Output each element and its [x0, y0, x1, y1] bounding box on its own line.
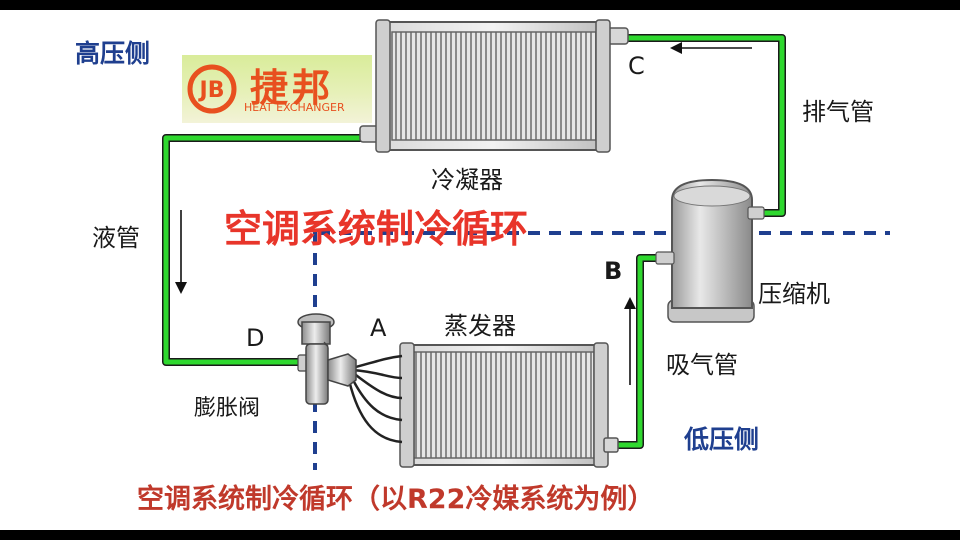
liquid-pipe-line — [163, 135, 375, 365]
compressor-label: 压缩机 — [758, 280, 830, 308]
logo-subtitle: HEAT EXCHANGER — [244, 101, 345, 114]
discharge-pipe-line — [600, 35, 785, 216]
suction-pipe-label: 吸气管 — [666, 351, 738, 379]
jb-circle-logo-icon: JB — [187, 64, 237, 114]
logo-brand-name: 捷邦 — [250, 66, 335, 110]
point-a-label: A — [370, 314, 387, 342]
liquid-pipe-label: 液管 — [92, 224, 140, 252]
point-d-label: D — [246, 324, 265, 352]
diagram-caption: 空调系统制冷循环（以R22冷媒系统为例） — [137, 484, 655, 515]
condenser-label: 冷凝器 — [431, 166, 503, 194]
brand-logo: JB 捷邦 HEAT EXCHANGER — [182, 55, 372, 123]
low-side-label: 低压侧 — [684, 425, 760, 454]
condenser-unit — [359, 19, 629, 153]
high-side-label: 高压侧 — [75, 39, 151, 68]
suction-pipe-line — [608, 255, 668, 448]
point-b-label: B — [604, 257, 623, 285]
evaporator-label: 蒸发器 — [444, 312, 516, 340]
point-c-label: C — [628, 52, 645, 80]
svg-text:JB: JB — [198, 78, 225, 103]
compressor-unit — [655, 178, 765, 323]
evaporator-unit — [346, 342, 619, 468]
flow-arrows — [175, 42, 752, 385]
diagram-title: 空调系统制冷循环 — [224, 207, 529, 251]
expansion-valve-unit — [297, 313, 357, 405]
discharge-pipe-label: 排气管 — [802, 98, 874, 126]
refrigerant-pipes — [162, 34, 786, 449]
expansion-valve-label: 膨胀阀 — [194, 396, 261, 421]
